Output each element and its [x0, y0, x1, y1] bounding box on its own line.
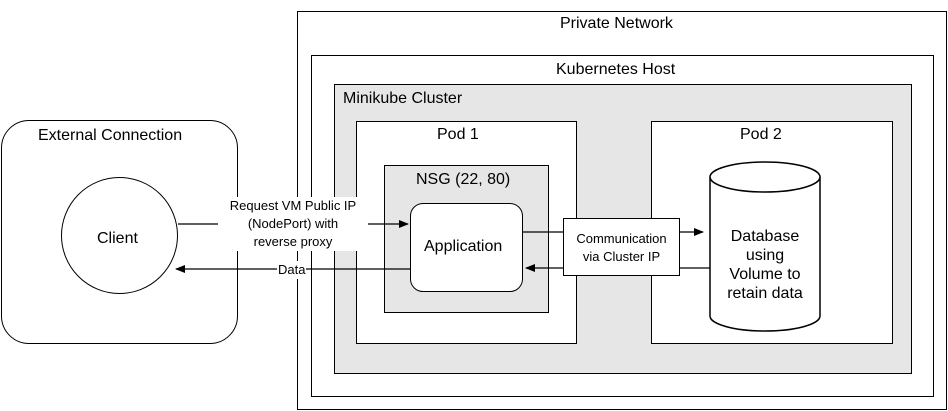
database-label: Database using Volume to retain data [710, 227, 820, 303]
communication-line-1: Communication [576, 231, 667, 246]
application-node [410, 203, 523, 292]
database-line-4: retain data [727, 285, 803, 302]
database-line-3: Volume to [729, 266, 801, 283]
database-line-2: using [745, 247, 785, 264]
client-label: Client [97, 230, 138, 247]
pod1-label: Pod 1 [437, 126, 479, 143]
pod2-label: Pod 2 [740, 126, 782, 143]
kubernetes-host-label: Kubernetes Host [556, 61, 676, 78]
external-connection-label: External Connection [38, 127, 183, 144]
application-label: Application [424, 238, 503, 255]
client-node [61, 177, 178, 294]
database-cylinder [709, 161, 821, 332]
communication-line-2: via Cluster IP [582, 249, 661, 264]
database-line-1: Database [730, 228, 800, 245]
minikube-cluster-label: Minikube Cluster [343, 90, 463, 107]
request-line-3: reverse proxy [253, 234, 333, 249]
communication-label-box [563, 218, 680, 276]
request-line-2: (NodePort) with [247, 216, 339, 231]
data-edge-label: Data [277, 261, 307, 279]
nsg-label: NSG (22, 80) [416, 171, 511, 188]
request-edge-label: Request VM Public IP (NodePort) with rev… [218, 197, 368, 251]
request-line-1: Request VM Public IP [229, 198, 357, 213]
private-network-label: Private Network [560, 15, 673, 32]
communication-label: Communication via Cluster IP [563, 230, 680, 266]
